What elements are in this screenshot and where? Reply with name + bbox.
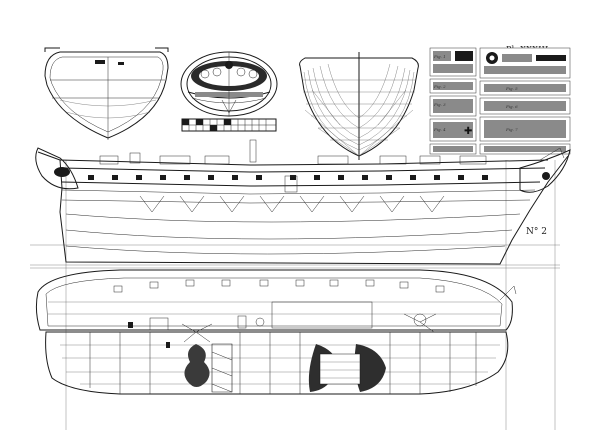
midship-section-drawing xyxy=(44,47,169,140)
detail-label-fig-7: Fig. 7 xyxy=(505,127,518,132)
detail-label-fig-3: Fig. 3 xyxy=(433,102,446,107)
figure-number-label: N° 2 xyxy=(526,227,547,237)
detail-label-fig-1: Fig. 1 xyxy=(433,54,446,59)
deck-and-hold-plan xyxy=(35,269,517,395)
detail-label-fig-6: Fig. 6 xyxy=(505,104,518,109)
cross-symbol: ✚ xyxy=(464,126,472,137)
detail-label-fig-2: Fig. 2 xyxy=(433,84,446,89)
gun-carriage-details-panel: Pl. XXXIII Fig. 1 Fig. 2 Fig. 3 Fig. 4 F… xyxy=(429,45,571,155)
detail-label-fig-5: Fig. 5 xyxy=(505,86,518,91)
scale-bar xyxy=(181,118,277,132)
detail-label-fig-4: Fig. 4 xyxy=(433,127,446,132)
stern-elevation-drawing xyxy=(180,51,278,117)
body-plan-drawing xyxy=(299,52,419,160)
